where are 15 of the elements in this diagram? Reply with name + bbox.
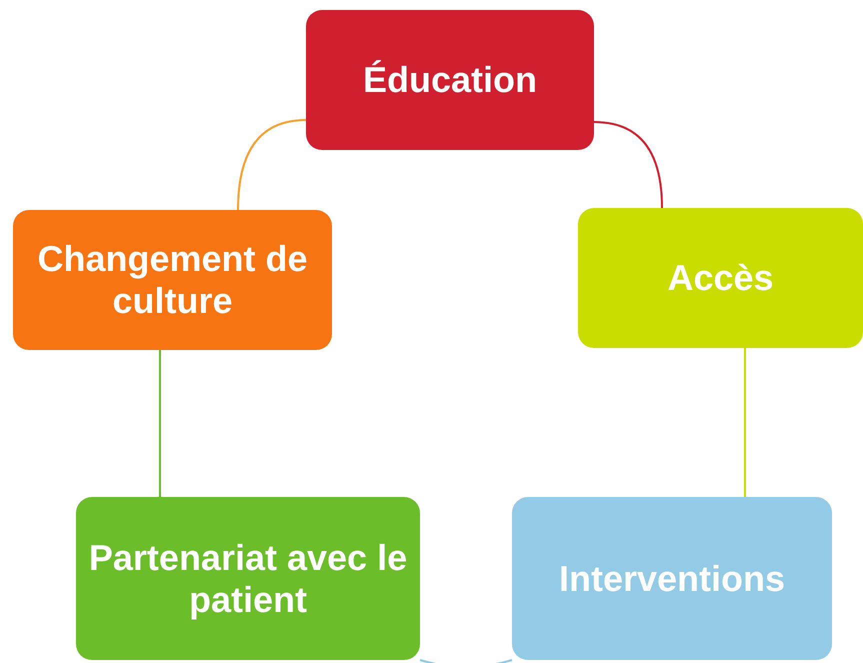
- box-label: Accès: [667, 257, 774, 299]
- rounded-box: [578, 208, 863, 348]
- connector-arc: [594, 121, 663, 208]
- box-label: Interventions: [558, 558, 786, 600]
- rounded-box: [13, 210, 332, 350]
- connector-arc: [237, 119, 306, 210]
- rounded-box: [76, 497, 420, 660]
- box-label: Partenariat avec le patient: [88, 536, 408, 620]
- box-label: Éducation: [362, 59, 537, 101]
- connector-arc: [159, 350, 161, 497]
- rounded-box: [306, 10, 594, 150]
- box-label: Changement de culture: [36, 238, 309, 322]
- connector-arc: [420, 659, 512, 663]
- connector-arc: [744, 348, 746, 497]
- rounded-box: [512, 497, 832, 660]
